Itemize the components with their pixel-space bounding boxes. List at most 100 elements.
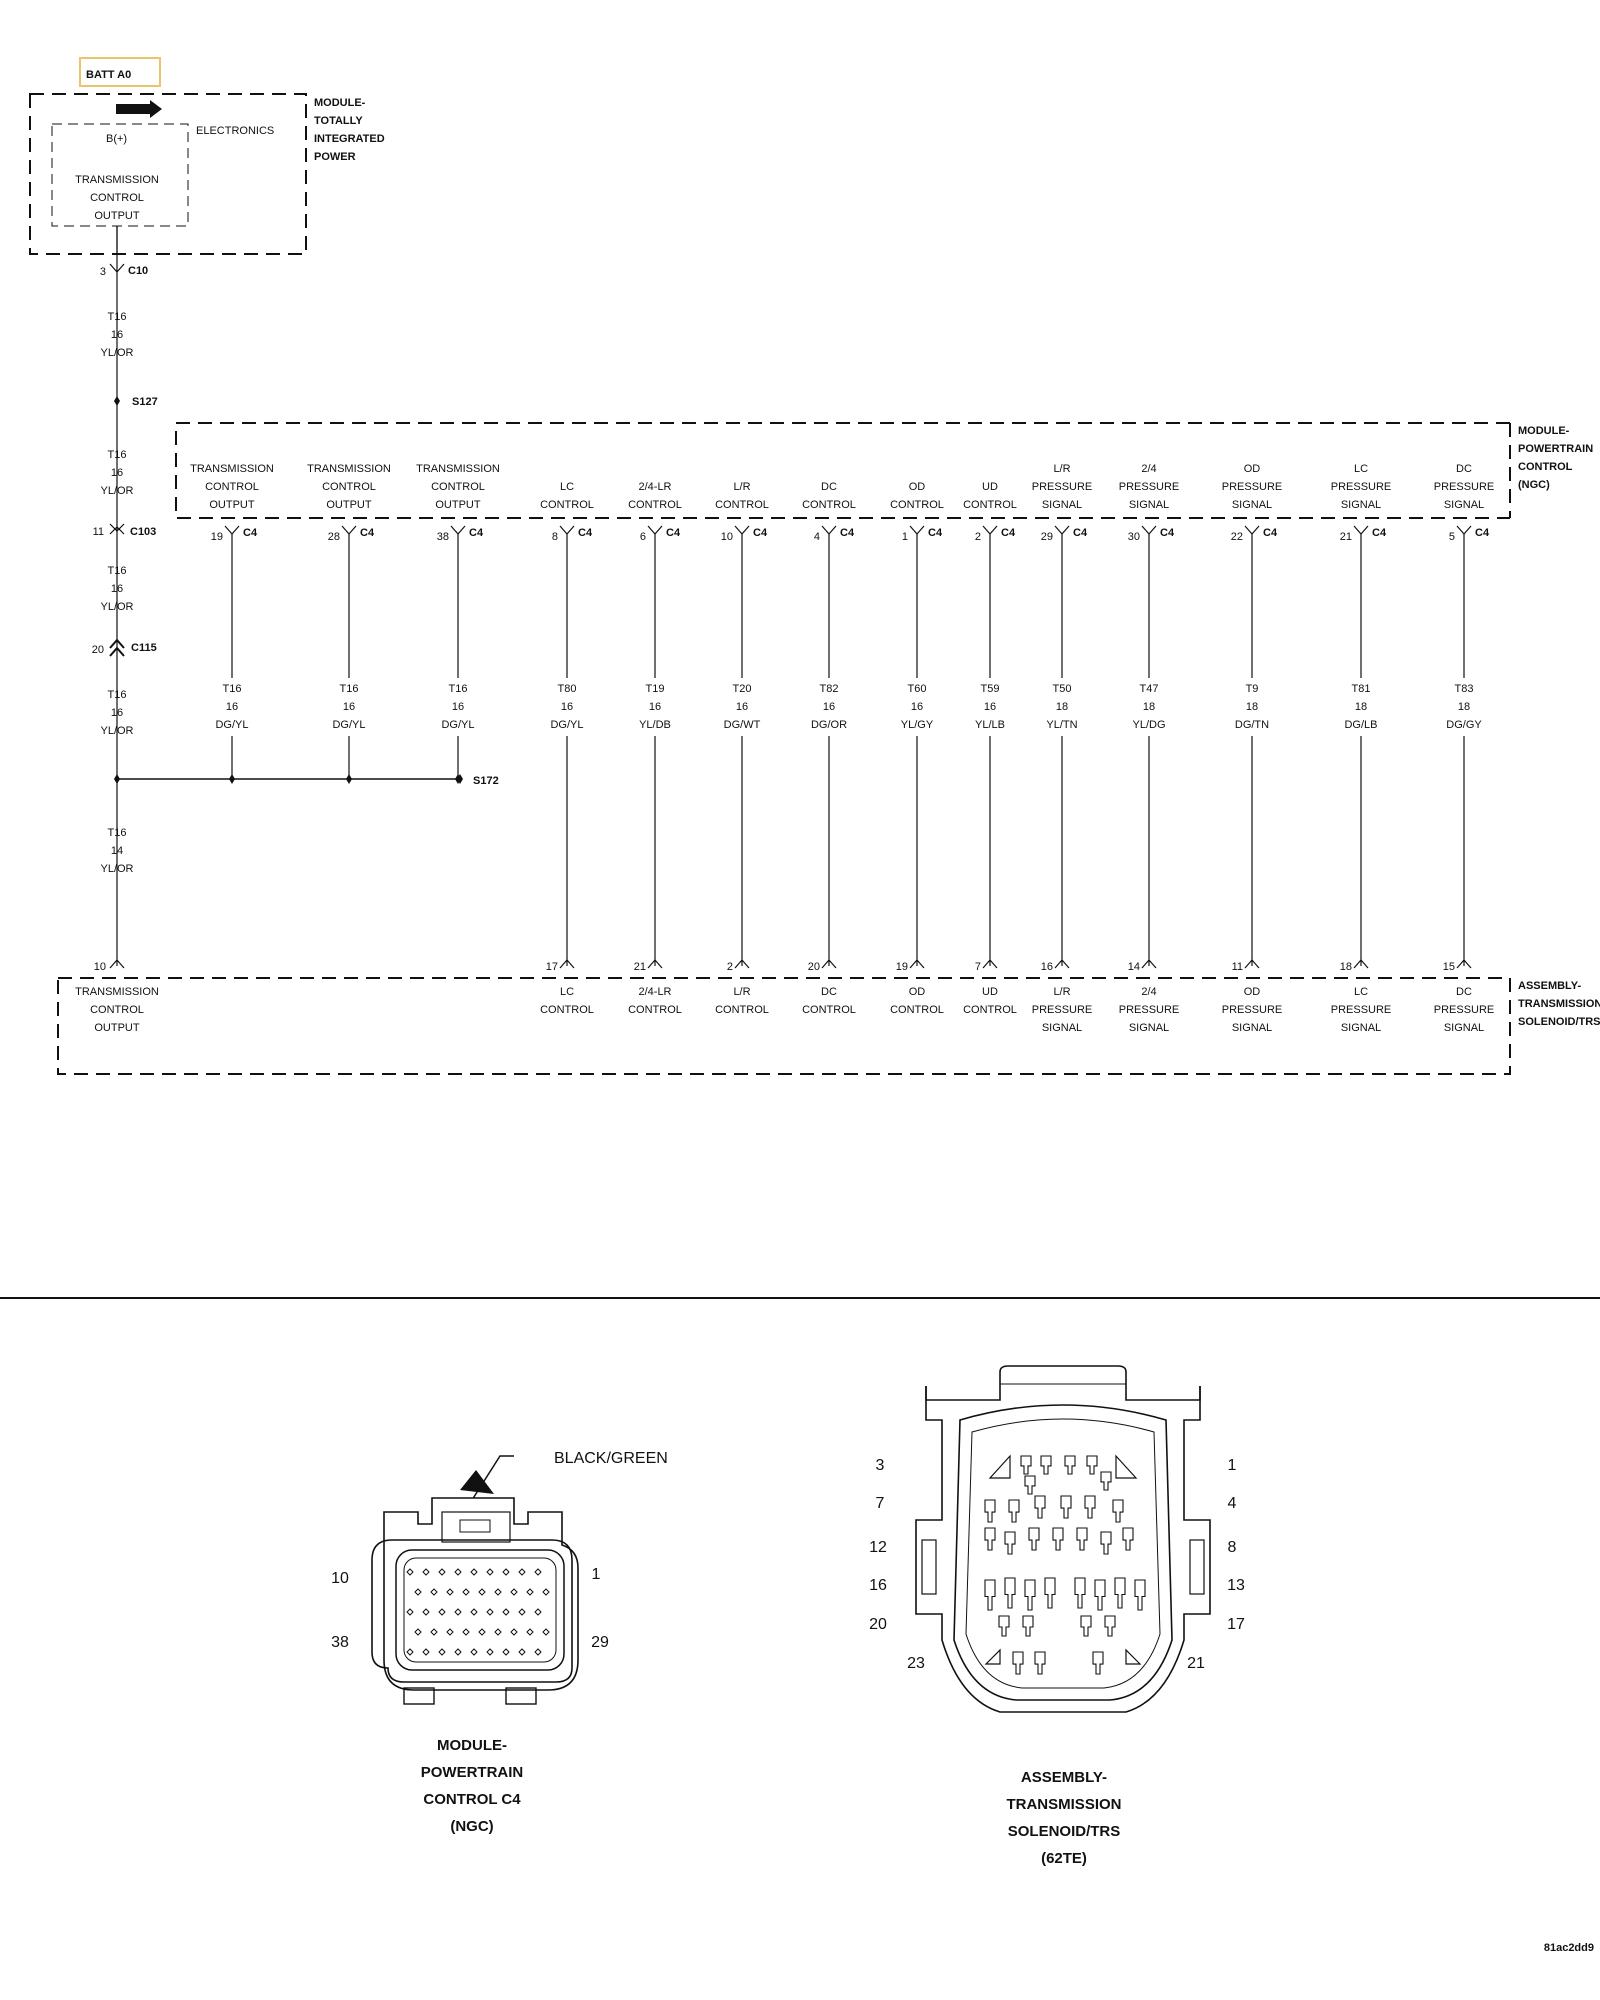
svg-text:TRANSMISSION: TRANSMISSION <box>1518 998 1600 1010</box>
pcm-connector-id: C4 <box>666 527 681 539</box>
pcm-pin-function: SIGNAL <box>1232 499 1272 511</box>
trs-view-caption: ASSEMBLY- TRANSMISSION SOLENOID/TRS (62T… <box>1006 1769 1121 1867</box>
svg-text:CONTROL: CONTROL <box>1518 461 1573 473</box>
trs-pin-function: CONTROL <box>715 1004 769 1016</box>
svg-text:MODULE-: MODULE- <box>437 1737 507 1754</box>
pcm-wire-label: 16 <box>343 701 355 713</box>
trs-pin-number: 15 <box>1443 961 1455 973</box>
trs-pin-number: 19 <box>896 961 908 973</box>
pcm-terminal-icon <box>647 525 663 535</box>
trs-view-pins-left: 3 7 12 16 20 23 <box>869 1457 925 1672</box>
pcm-title: MODULE- POWERTRAIN CONTROL (NGC) <box>1518 425 1593 491</box>
pcm-pin-cavity-icon <box>438 1608 446 1616</box>
pcm-pin-cavity-icon <box>422 1568 430 1576</box>
svg-text:SOLENOID/TRS: SOLENOID/TRS <box>1518 1016 1600 1028</box>
pcm-connector-id: C4 <box>1073 527 1088 539</box>
trs-pin-number: 7 <box>975 961 981 973</box>
pcm-pin-number: 21 <box>1340 531 1352 543</box>
svg-text:INTEGRATED: INTEGRATED <box>314 133 385 145</box>
trs-terminal-cavity-icon <box>1040 1455 1052 1475</box>
svg-text:17: 17 <box>1227 1616 1245 1633</box>
trs-pin-function: PRESSURE <box>1331 1004 1392 1016</box>
pcm-terminal-icon <box>1353 525 1369 535</box>
svg-text:POWER: POWER <box>314 151 356 163</box>
trs-pin-function: PRESSURE <box>1119 1004 1180 1016</box>
pcm-pin-cavity-icon <box>406 1568 414 1576</box>
trs-terminal-cavity-icon <box>1122 1527 1134 1551</box>
svg-text:T16: T16 <box>108 689 127 701</box>
c103-connector: C103 <box>130 526 156 538</box>
svg-text:21: 21 <box>1187 1655 1205 1672</box>
pcm-wire-label: YL/DB <box>639 719 671 731</box>
pcm-connector-foot-left <box>403 1687 435 1705</box>
pcm-wire-label: T59 <box>981 683 1000 695</box>
trs-pin-number: 17 <box>546 961 558 973</box>
svg-text:14: 14 <box>111 845 123 857</box>
pcm-wire-label: 16 <box>226 701 238 713</box>
pcm-wire-label: 16 <box>911 701 923 713</box>
trs-terminal-icon <box>734 959 750 969</box>
svg-text:CONTROL: CONTROL <box>90 192 144 204</box>
figure-id: 81ac2dd9 <box>1544 1942 1594 1954</box>
pcm-pin-number: 19 <box>211 531 223 543</box>
pcm-pin-function: UD <box>982 481 998 493</box>
svg-text:ASSEMBLY-: ASSEMBLY- <box>1518 980 1582 992</box>
trs-key-bottom-right-icon <box>1125 1648 1142 1665</box>
svg-text:POWERTRAIN: POWERTRAIN <box>1518 443 1593 455</box>
pcm-connector-outline <box>371 1539 573 1683</box>
pcm-wire-label: T81 <box>1352 683 1371 695</box>
pcm-pin-function: CONTROL <box>802 499 856 511</box>
pcm-view-pin-29: 29 <box>591 1634 609 1651</box>
pcm-wire-label: DG/WT <box>724 719 761 731</box>
pcm-wire-label: T9 <box>1246 683 1259 695</box>
tipm-electronics-box <box>51 123 189 227</box>
pcm-pin-cavity-icon <box>502 1608 510 1616</box>
pcm-wire-label: YL/LB <box>975 719 1005 731</box>
pcm-wire-label: 18 <box>1458 701 1470 713</box>
pcm-color-label: BLACK/GREEN <box>554 1450 668 1467</box>
pcm-pin-cavity-icon <box>518 1608 526 1616</box>
pcm-pin-cavity-icon <box>414 1628 422 1636</box>
trs-connector-view: 3 7 12 16 20 23 1 4 8 13 17 21 ASSEMBLY-… <box>869 1365 1245 1867</box>
pcm-pin-cavity-icon <box>478 1628 486 1636</box>
svg-text:T16: T16 <box>108 449 127 461</box>
pcm-wire-label: 18 <box>1246 701 1258 713</box>
svg-text:8: 8 <box>1228 1539 1237 1556</box>
pcm-wire-label: DG/LB <box>1344 719 1377 731</box>
pcm-pin-cavity-icon <box>542 1628 550 1636</box>
pcm-pin-cavity-icon <box>438 1568 446 1576</box>
pcm-wire-label: 16 <box>823 701 835 713</box>
s172-label: S172 <box>473 775 499 787</box>
pcm-wire-label: T60 <box>908 683 927 695</box>
pcm-pin-function: TRANSMISSION <box>307 463 391 475</box>
trs-terminal-cavity-icon <box>1080 1615 1092 1637</box>
svg-text:16: 16 <box>869 1577 887 1594</box>
pcm-pin-cavity-icon <box>534 1648 542 1656</box>
svg-text:YL/OR: YL/OR <box>100 485 133 497</box>
splice-junction-icon <box>229 774 235 784</box>
pcm-pin-cavity-icon <box>438 1648 446 1656</box>
pcm-wire-label: T16 <box>340 683 359 695</box>
trs-pin-function: DC <box>1456 986 1472 998</box>
trs-pin-function: SIGNAL <box>1042 1022 1082 1034</box>
trs-terminal-cavity-icon <box>1104 1615 1116 1637</box>
pcm-connector-inner <box>403 1557 557 1663</box>
pcm-pin-function: OUTPUT <box>435 499 481 511</box>
pcm-terminal-icon <box>1141 525 1157 535</box>
pcm-pin-cavity-icon <box>518 1568 526 1576</box>
pcm-pin-cavity-icon <box>422 1648 430 1656</box>
svg-text:YL/OR: YL/OR <box>100 863 133 875</box>
svg-text:CONTROL: CONTROL <box>90 1004 144 1016</box>
pcm-pin-number: 6 <box>640 531 646 543</box>
trs-terminal-cavity-icon <box>1034 1495 1046 1519</box>
trs-view-pins-right: 1 4 8 13 17 21 <box>1187 1457 1245 1672</box>
trs-terminal-cavity-icon <box>984 1579 996 1611</box>
trs-terminal-cavity-icon <box>1086 1455 1098 1475</box>
